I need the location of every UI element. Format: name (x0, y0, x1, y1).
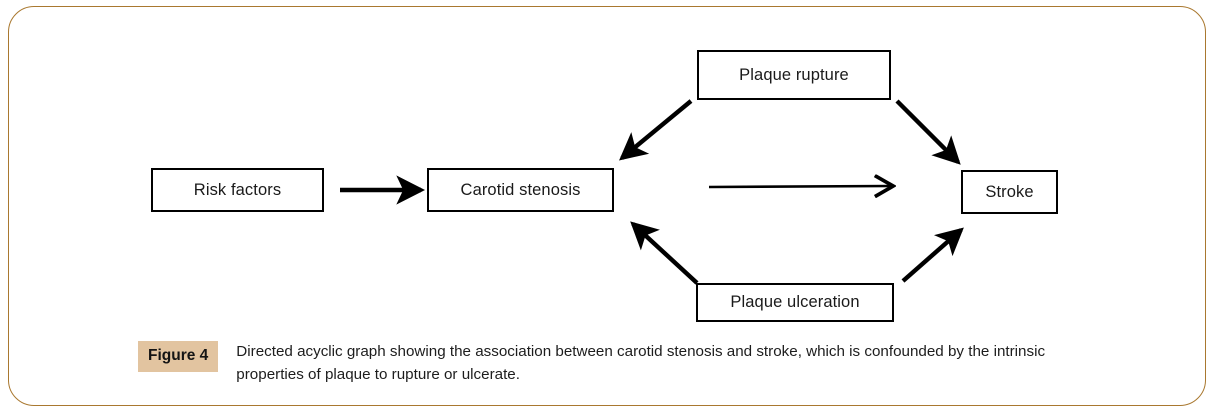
edge-carotid-to-stroke (708, 186, 892, 187)
edge-rupture-to-stroke (895, 99, 961, 165)
figure-caption-text: Directed acyclic graph showing the assoc… (236, 343, 1046, 384)
edge-ulceration-to-carotid (630, 221, 699, 285)
node-risk-factors-label: Risk factors (193, 180, 282, 199)
node-plaque-ulceration: Plaque ulceration (696, 283, 894, 322)
node-stroke: Stroke (961, 170, 1058, 214)
figure-number-badge: Figure 4 (138, 341, 219, 372)
node-risk-factors: Risk factors (151, 168, 324, 212)
node-carotid-stenosis: Carotid stenosis (427, 168, 614, 212)
node-plaque-ulceration-label: Plaque ulceration (730, 293, 860, 312)
node-plaque-rupture: Plaque rupture (697, 50, 891, 100)
node-plaque-rupture-label: Plaque rupture (739, 65, 849, 84)
edge-rupture-to-carotid (619, 99, 693, 161)
node-stroke-label: Stroke (985, 182, 1034, 201)
node-carotid-stenosis-label: Carotid stenosis (460, 180, 581, 199)
figure-caption: Figure 4 Directed acyclic graph showing … (138, 340, 1118, 386)
edge-ulceration-to-stroke (901, 227, 964, 283)
